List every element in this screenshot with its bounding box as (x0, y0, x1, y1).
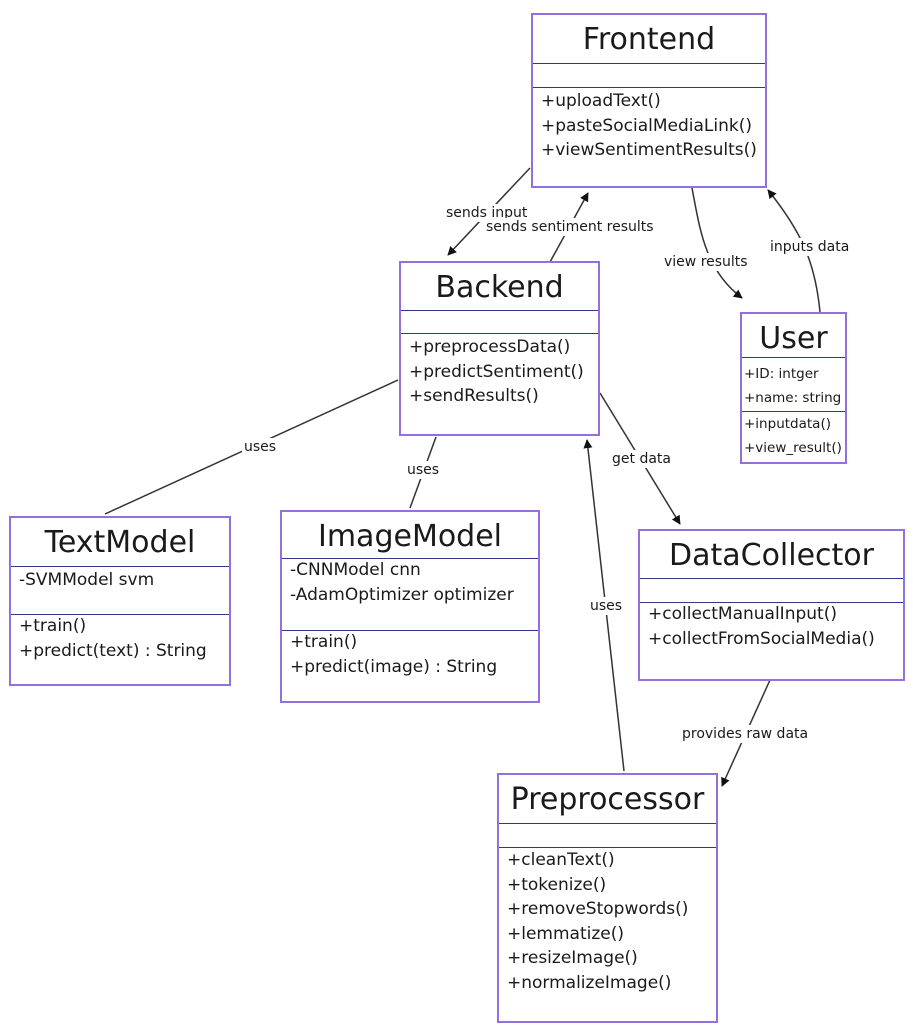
attribute: -CNNModel cnn (290, 560, 421, 580)
class-title: DataCollector (668, 538, 874, 573)
method: +train() (290, 632, 358, 652)
method: +collectManualInput() (648, 604, 837, 624)
class-user: User +ID: intger +name: string +inputdat… (740, 312, 847, 464)
method: +removeStopwords() (507, 899, 689, 919)
method: +predict(image) : String (290, 656, 498, 677)
method-list: +uploadText() +pasteSocialMediaLink() +v… (541, 89, 761, 163)
method: +uploadText() (541, 91, 661, 111)
method-list: +preprocessData() +predictSentiment() +s… (409, 335, 594, 409)
method: +predict(text) : String (19, 640, 207, 661)
attribute-list: +ID: intger +name: string (744, 362, 841, 410)
method: +collectFromSocialMedia() (648, 628, 875, 649)
attribute: -SVMModel svm (19, 570, 155, 590)
class-backend: Backend +preprocessData() +predictSentim… (399, 261, 600, 436)
edge-label-sends-results: sends sentiment results (484, 218, 656, 236)
method-list: +inputdata() +view_result() (744, 412, 842, 460)
attribute: +name: string (744, 390, 842, 406)
method: +cleanText() (507, 850, 615, 870)
method: +viewSentimentResults() (541, 140, 757, 160)
method: +predictSentiment() (409, 361, 584, 382)
method: +train() (19, 616, 87, 636)
method-list: +collectManualInput() +collectFromSocial… (648, 602, 899, 651)
attribute: +ID: intger (744, 366, 819, 382)
class-textmodel: TextModel -SVMModel svm +train() +predic… (9, 516, 231, 686)
edge-label-uses-imagemodel: uses (405, 461, 442, 479)
divider (742, 411, 845, 412)
edge-label-inputs-data: inputs data (768, 238, 852, 256)
divider (401, 333, 598, 334)
divider (533, 87, 765, 88)
edge-label-get-data: get data (610, 450, 673, 468)
method: +inputdata() (744, 416, 831, 432)
method: +pasteSocialMediaLink() (541, 115, 752, 136)
divider (11, 614, 229, 615)
edge-view-results (691, 187, 743, 299)
method: +tokenize() (507, 874, 607, 895)
class-preprocessor: Preprocessor +cleanText() +tokenize() +r… (497, 773, 718, 1023)
method: +lemmatize() (507, 923, 624, 944)
divider (282, 630, 538, 631)
divider (533, 63, 765, 64)
method: +preprocessData() (409, 337, 571, 357)
divider (742, 357, 845, 358)
attribute-list: -CNNModel cnn -AdamOptimizer optimizer (290, 558, 534, 607)
class-title: User (759, 321, 828, 356)
divider (640, 602, 903, 603)
method: +sendResults() (409, 386, 539, 406)
method-list: +train() +predict(image) : String (290, 630, 534, 679)
edge-label-sends-input: sends input (444, 204, 530, 222)
method-list: +train() +predict(text) : String (19, 614, 225, 663)
class-title: ImageModel (317, 519, 503, 554)
method: +normalizeImage() (507, 972, 672, 993)
class-imagemodel: ImageModel -CNNModel cnn -AdamOptimizer … (280, 510, 540, 703)
divider (401, 310, 598, 311)
divider (282, 558, 538, 559)
class-title: TextModel (44, 525, 196, 560)
method: +resizeImage() (507, 948, 638, 968)
method-list: +cleanText() +tokenize() +removeStopword… (507, 848, 712, 995)
edge-label-view-results: view results (662, 253, 750, 271)
class-datacollector: DataCollector +collectManualInput() +col… (638, 529, 905, 681)
class-frontend: Frontend +uploadText() +pasteSocialMedia… (531, 13, 767, 188)
edge-label-uses-textmodel: uses (242, 438, 279, 456)
divider (11, 566, 229, 567)
edge-label-provides-raw: provides raw data (680, 725, 811, 743)
divider (499, 847, 716, 848)
attribute: -AdamOptimizer optimizer (290, 584, 514, 605)
edge-label-uses-preprocessor: uses (588, 597, 625, 615)
divider (640, 578, 903, 579)
class-title: Frontend (582, 22, 716, 57)
class-title: Backend (435, 270, 564, 305)
divider (499, 823, 716, 824)
class-title: Preprocessor (510, 782, 705, 817)
attribute-list: -SVMModel svm (19, 568, 225, 593)
method: +view_result() (744, 440, 842, 456)
